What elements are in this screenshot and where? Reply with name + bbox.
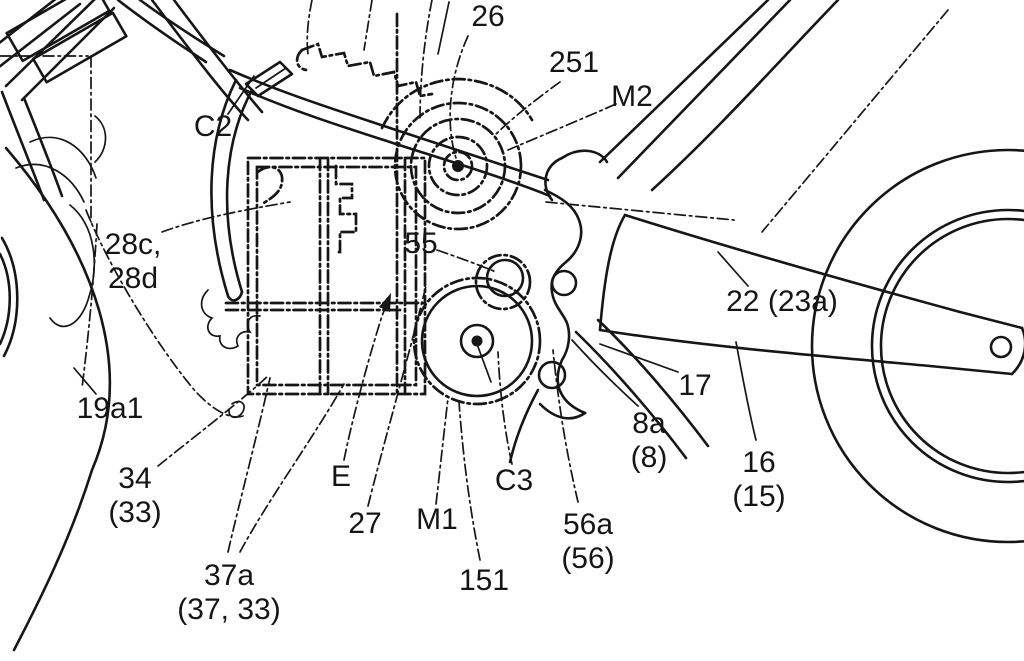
swingarm: [574, 213, 1024, 460]
front-wheel: [0, 146, 111, 652]
label-26: 26: [471, 0, 505, 34]
leader-lines: [73, 35, 757, 561]
label-151: 151: [458, 564, 510, 598]
hidden-engine-outline: [295, 0, 450, 119]
label-c2: C2: [193, 110, 233, 144]
label-22-23a: 22 (23a): [726, 285, 838, 319]
pivot-bracket: [508, 188, 587, 464]
label-m1: M1: [416, 503, 458, 537]
motor-m1: [412, 276, 542, 406]
idler-gear: [474, 253, 532, 311]
label-17: 17: [678, 369, 712, 403]
label-27: 27: [348, 507, 382, 541]
label-37a-37-33: 37a (37, 33): [177, 559, 281, 626]
label-34-33: 34 (33): [108, 462, 162, 529]
label-251: 251: [548, 46, 600, 80]
label-28c-28d: 28c, 28d: [104, 228, 162, 295]
label-8a-8: 8a (8): [630, 407, 668, 474]
subframe: [544, 0, 949, 233]
label-56a-56: 56a (56): [561, 508, 615, 575]
label-e: E: [330, 460, 352, 494]
label-c3: C3: [494, 464, 534, 498]
frame: [116, 0, 552, 350]
label-55: 55: [404, 227, 438, 261]
label-16-15: 16 (15): [732, 446, 786, 513]
arrowhead-e: [379, 293, 391, 312]
label-19a1: 19a1: [76, 392, 144, 426]
rear-wheel: [810, 148, 1024, 544]
battery-box: [224, 12, 427, 396]
front-fender: [0, 55, 107, 328]
front-fork: [0, 0, 128, 202]
motor-m2: [380, 77, 534, 231]
label-m2: M2: [611, 80, 653, 114]
